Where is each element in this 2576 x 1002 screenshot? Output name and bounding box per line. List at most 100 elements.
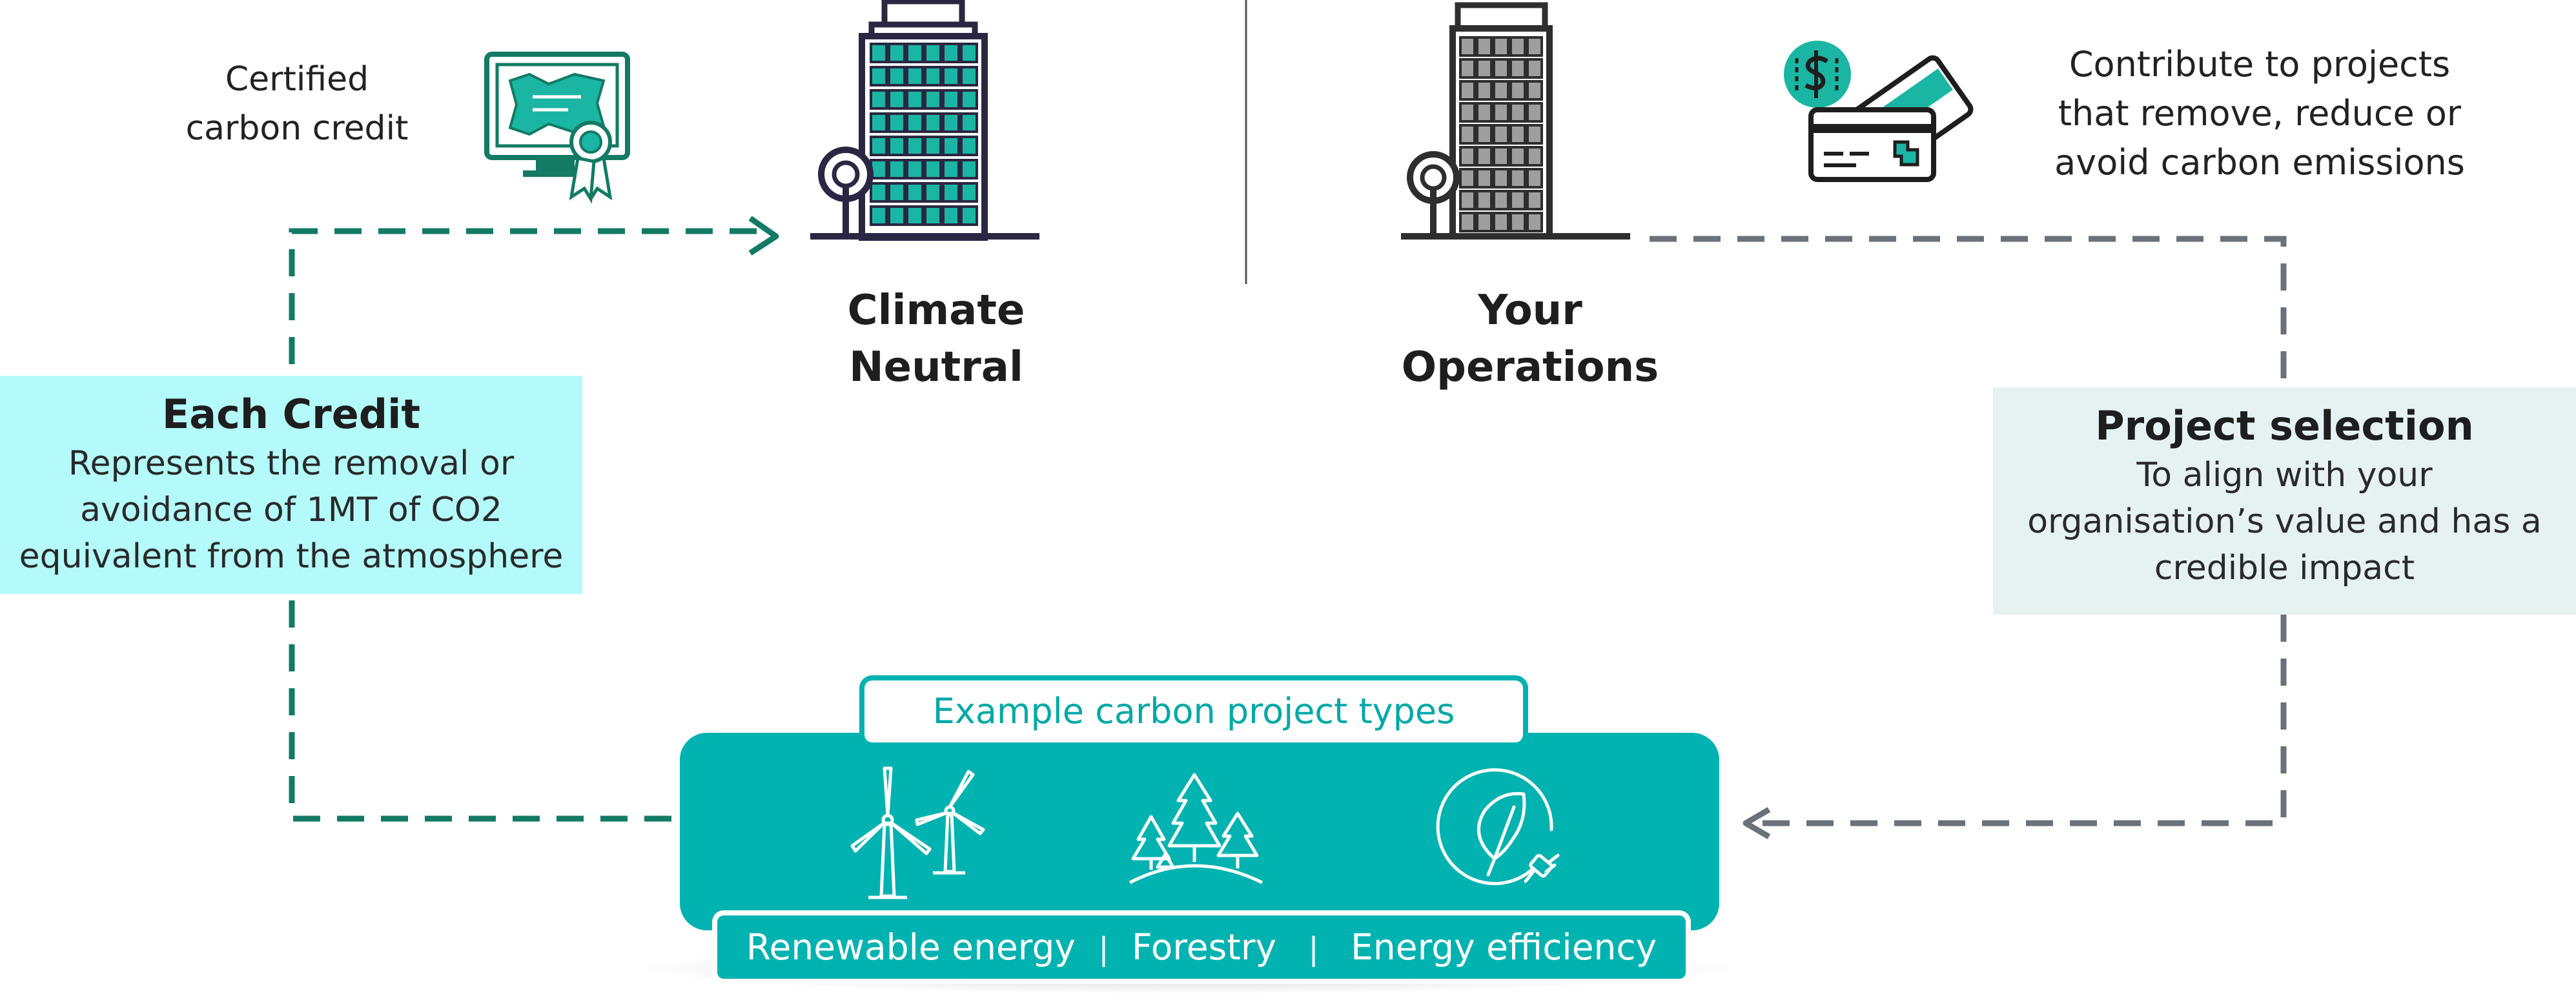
building-window xyxy=(1459,168,1476,189)
building-window xyxy=(1493,102,1509,123)
certified-line-2: carbon credit xyxy=(185,109,409,148)
building-window xyxy=(906,136,924,156)
building-window xyxy=(870,89,888,110)
project-type-separator: | xyxy=(1098,931,1109,967)
left-arrowhead xyxy=(748,216,779,256)
climate-neutral-line-2: Neutral xyxy=(849,343,1023,391)
project-type-energy-efficiency: Energy efficiency xyxy=(1351,926,1657,968)
building-window xyxy=(888,136,906,156)
building-window xyxy=(888,182,906,203)
building-window xyxy=(1526,36,1543,57)
building-window xyxy=(924,112,942,133)
each-credit-line-1: Represents the removal or xyxy=(68,444,515,483)
project-type-renewable-energy: Renewable energy xyxy=(746,926,1076,968)
building-window xyxy=(960,205,978,226)
forest-icon xyxy=(1129,773,1263,884)
project-selection-title: Project selection xyxy=(2095,402,2474,449)
building-window xyxy=(942,89,960,110)
building-window xyxy=(924,182,942,203)
contribute-line-3: avoid carbon emissions xyxy=(2054,142,2465,183)
building-window xyxy=(888,112,906,133)
contribute-line-2: that remove, reduce or xyxy=(2058,93,2462,134)
building-window xyxy=(888,89,906,110)
climate-neutral-label: Climate Neutral xyxy=(807,282,1065,396)
building-window xyxy=(870,136,888,156)
building-window xyxy=(960,43,978,63)
building-window xyxy=(1526,80,1543,101)
project-selection-line-3: credible impact xyxy=(2154,549,2415,588)
building-icon xyxy=(1401,2,1630,240)
building-window xyxy=(906,66,924,87)
building-window xyxy=(1459,212,1476,232)
building-window xyxy=(1526,146,1543,167)
building-window xyxy=(1476,168,1493,189)
each-credit-line-3: equivalent from the atmosphere xyxy=(19,537,564,576)
building-window xyxy=(870,205,888,226)
building-window xyxy=(906,159,924,179)
building-window xyxy=(1459,58,1476,79)
building-window xyxy=(1493,190,1509,210)
building-window xyxy=(1476,58,1493,79)
credit-card-icon xyxy=(1784,41,1974,182)
building-window xyxy=(906,112,924,133)
building-window xyxy=(906,182,924,203)
building-window xyxy=(1493,146,1509,167)
building-window xyxy=(1526,102,1543,123)
building-window xyxy=(924,136,942,156)
building-window xyxy=(1476,190,1493,210)
building-window xyxy=(1459,102,1476,123)
energy-efficiency-icon xyxy=(1436,768,1560,885)
building-window xyxy=(1459,36,1476,57)
building-window xyxy=(924,66,942,87)
building-window xyxy=(942,66,960,87)
building-window xyxy=(1493,212,1509,232)
project-selection-box: Project selection To align with your org… xyxy=(1993,387,2576,615)
project-type-separator: | xyxy=(1308,931,1319,967)
climate-neutral-line-1: Climate xyxy=(847,287,1025,334)
building-window xyxy=(1493,168,1509,189)
building-window xyxy=(942,43,960,63)
certified-line-1: Certified xyxy=(225,60,369,99)
building-window xyxy=(870,112,888,133)
building-window xyxy=(1509,58,1526,79)
building-window xyxy=(942,182,960,203)
building-window xyxy=(1476,36,1493,57)
building-window xyxy=(1459,124,1476,145)
each-credit-box: Each Credit Represents the removal or av… xyxy=(0,376,582,594)
building-window xyxy=(1509,190,1526,210)
building-window xyxy=(888,159,906,179)
building-window xyxy=(1509,124,1526,145)
building-window xyxy=(1493,80,1509,101)
wind-turbine-icon xyxy=(850,766,985,899)
your-operations-label: Your Operations xyxy=(1401,282,1659,396)
your-operations-line-1: Your xyxy=(1478,287,1582,334)
building-window xyxy=(942,159,960,179)
project-types-bar: Renewable energy | Forestry | Energy eff… xyxy=(712,910,1691,984)
project-types-header-text: Example carbon project types xyxy=(932,691,1455,731)
project-selection-line-1: To align with your xyxy=(2136,456,2433,495)
contribute-label: Contribute to projects that remove, redu… xyxy=(2027,40,2492,187)
building-window xyxy=(1526,168,1543,189)
building-window xyxy=(1509,212,1526,232)
project-types-panel xyxy=(680,733,1719,930)
building-window xyxy=(942,205,960,226)
building-window xyxy=(1493,36,1509,57)
building-window xyxy=(924,43,942,63)
building-window xyxy=(1509,80,1526,101)
certificate-icon xyxy=(484,52,630,204)
building-window xyxy=(1476,124,1493,145)
building-window xyxy=(1476,80,1493,101)
building-window xyxy=(870,43,888,63)
building-window xyxy=(906,205,924,226)
each-credit-line-2: avoidance of 1MT of CO2 xyxy=(80,491,502,529)
project-selection-line-2: organisation’s value and has a xyxy=(2027,502,2542,541)
building-window xyxy=(1509,146,1526,167)
building-window xyxy=(1509,102,1526,123)
building-window xyxy=(960,66,978,87)
building-window xyxy=(960,159,978,179)
building-window xyxy=(1509,36,1526,57)
building-window xyxy=(1476,146,1493,167)
building-window xyxy=(1526,212,1543,232)
building-window xyxy=(924,89,942,110)
certified-credit-label: Certified carbon credit xyxy=(161,55,433,153)
